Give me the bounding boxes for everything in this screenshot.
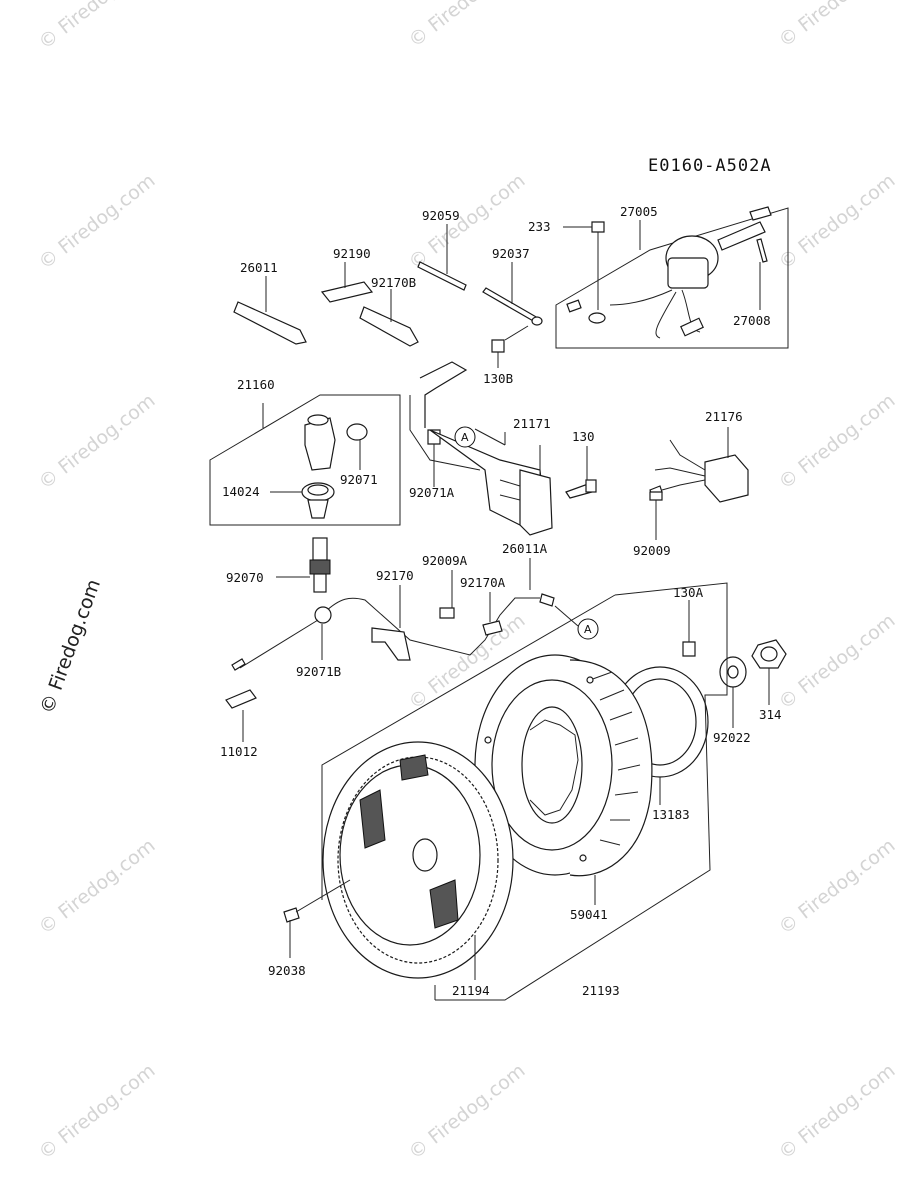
label-92071A: 92071A [409, 485, 455, 500]
label-27008: 27008 [733, 313, 771, 328]
label-92070: 92070 [226, 570, 264, 585]
watermark-text: © Firedog.com [35, 0, 160, 54]
watermark-text: © Firedog.com [775, 1060, 900, 1164]
reference-marker-a-bottom: A [577, 618, 599, 640]
label-26011A: 26011A [502, 541, 548, 556]
watermark-text: © Firedog.com [775, 0, 900, 52]
ground-wire-group [231, 558, 579, 671]
label-14024: 14024 [222, 484, 260, 499]
svg-text:A: A [584, 623, 592, 636]
watermark-text: © Firedog.com [775, 610, 900, 714]
label-92071B: 92071B [296, 664, 341, 679]
spark-plug-cap-group [209, 394, 401, 526]
rod-parts [417, 224, 543, 368]
watermark-text: © Firedog.com [775, 835, 900, 939]
label-92009A: 92009A [422, 553, 468, 568]
reference-marker-a-top: A [454, 426, 476, 448]
label-130A: 130A [673, 585, 704, 600]
label-130B: 130B [483, 371, 513, 386]
label-26011: 26011 [240, 260, 278, 275]
watermark-text: © Firedog.com [35, 390, 160, 494]
label-92170A: 92170A [460, 575, 506, 590]
label-314: 314 [759, 707, 782, 722]
watermark-text: © Firedog.com [775, 170, 900, 274]
label-92170B: 92170B [371, 275, 416, 290]
label-27005: 27005 [620, 204, 658, 219]
watermark-text: © Firedog.com [405, 0, 530, 52]
label-59041: 59041 [570, 907, 608, 922]
watermark-text: © Firedog.com [35, 1060, 160, 1164]
label-13183: 13183 [652, 807, 690, 822]
label-92170: 92170 [376, 568, 414, 583]
plate-parts [233, 262, 419, 347]
spark-plug-terminal [225, 689, 257, 742]
cooling-fins [589, 671, 641, 846]
watermark-text: © Firedog.com [35, 170, 160, 274]
part-labels: 233 27005 27008 92059 92037 92190 92170B… [220, 204, 782, 998]
flywheel-assembly [283, 582, 728, 1001]
svg-text:A: A [461, 431, 469, 444]
label-92059: 92059 [422, 208, 460, 223]
diagram-code: E0160-A502A [648, 156, 772, 176]
label-92022: 92022 [713, 730, 751, 745]
spark-plug [276, 537, 331, 593]
watermark-text: © Firedog.com [35, 835, 160, 939]
watermark-text: © Firedog.com [405, 1060, 530, 1164]
watermark-text: © Firedog.com [775, 390, 900, 494]
label-92071: 92071 [340, 472, 378, 487]
label-92009: 92009 [633, 543, 671, 558]
label-11012: 11012 [220, 744, 258, 759]
label-21176: 21176 [705, 409, 743, 424]
label-130: 130 [572, 429, 595, 444]
label-21193: 21193 [582, 983, 620, 998]
label-92038: 92038 [268, 963, 306, 978]
label-21194: 21194 [452, 983, 490, 998]
ignition-switch-group [555, 206, 789, 349]
label-233: 233 [528, 219, 551, 234]
label-92037: 92037 [492, 246, 530, 261]
ignition-module [649, 427, 749, 540]
ignition-coil [409, 361, 597, 536]
label-21160: 21160 [237, 377, 275, 392]
label-21171: 21171 [513, 416, 551, 431]
label-92190: 92190 [333, 246, 371, 261]
watermark-main: © Firedog.com [36, 576, 105, 716]
